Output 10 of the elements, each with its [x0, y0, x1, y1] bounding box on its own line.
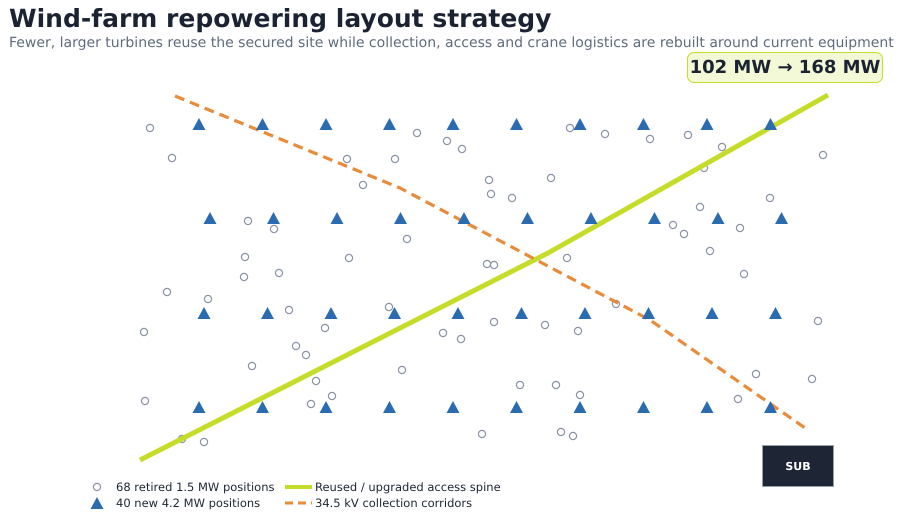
- legend-label: 34.5 kV collection corridors: [315, 496, 472, 510]
- subtitle: Fewer, larger turbines reuse the secured site while collection, access and crane logistics are rebuilt around current equipment: [9, 35, 894, 51]
- node-label: SUB: [785, 460, 811, 472]
- capacity-badge: [687, 52, 883, 83]
- substation-box: [762, 445, 834, 487]
- legend-label: 68 retired 1.5 MW positions: [116, 480, 274, 494]
- node-label: 102 MW → 168 MW: [690, 57, 880, 78]
- legend-label: 40 new 4.2 MW positions: [116, 496, 260, 510]
- legend-label: Reused / upgraded access spine: [315, 480, 501, 494]
- title: Wind-farm repowering layout strategy: [9, 4, 552, 33]
